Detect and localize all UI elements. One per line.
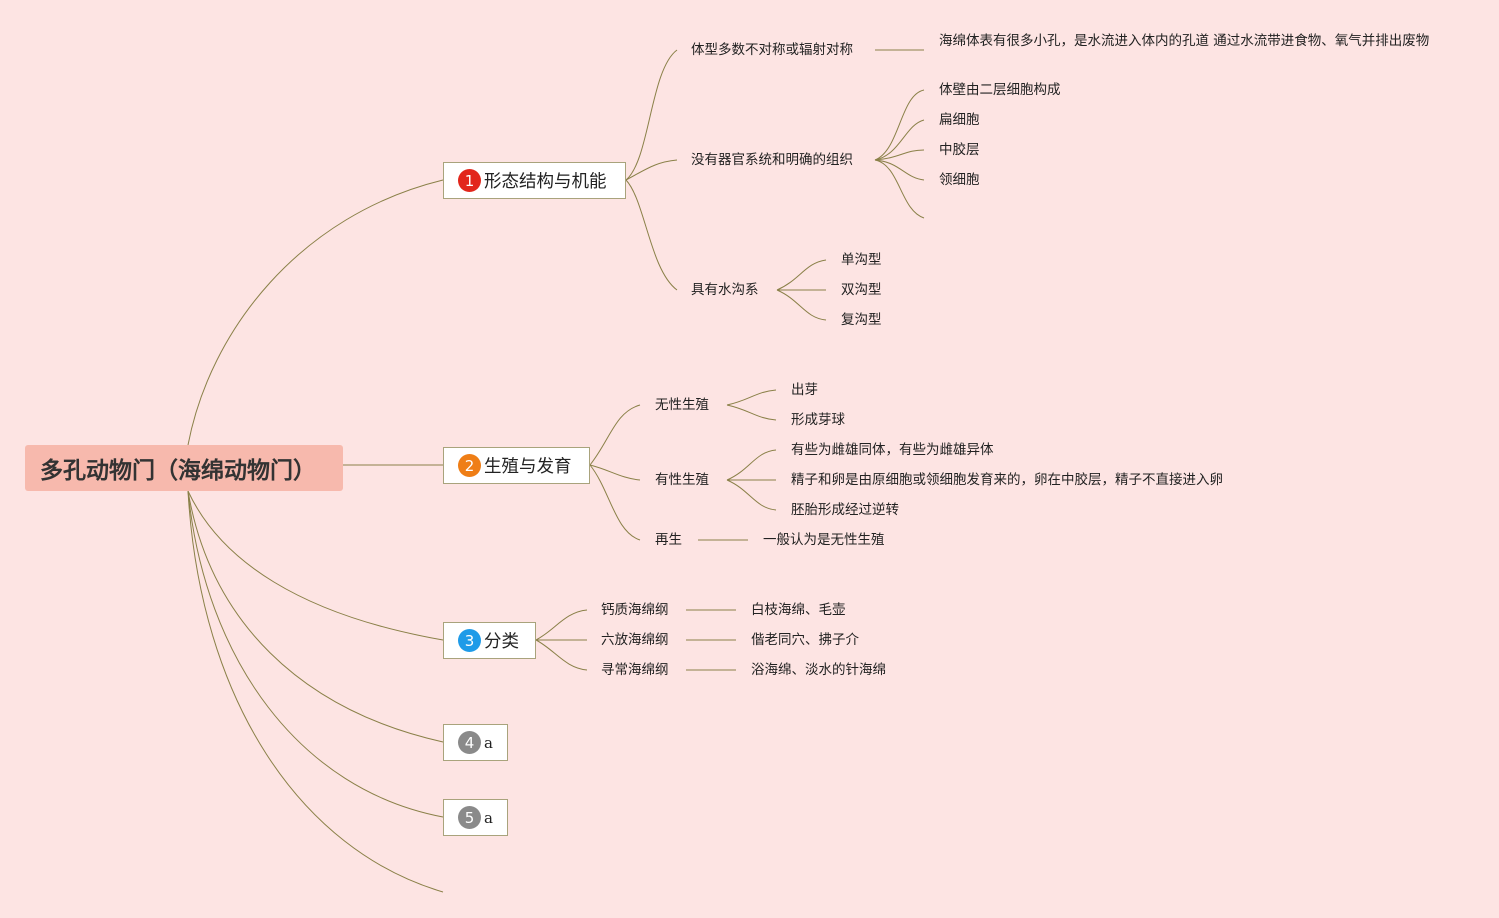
topic-classification[interactable]: 3 分类: [443, 622, 536, 659]
topic-morphology[interactable]: 1 形态结构与机能: [443, 162, 626, 199]
topic-reproduction[interactable]: 2 生殖与发育: [443, 447, 590, 484]
root-link-3: [187, 490, 444, 641]
tissue-item[interactable]: 中胶层: [939, 142, 980, 158]
number-badge-icon: 2: [458, 454, 481, 477]
class-examples[interactable]: 浴海绵、淡水的针海绵: [751, 662, 886, 678]
subtopic-symmetry-detail[interactable]: 海绵体表有很多小孔，是水流进入体内的孔道 通过水流带进食物、氧气并排出废物: [939, 33, 1430, 49]
topic-label: a: [484, 733, 493, 752]
class-name[interactable]: 寻常海绵纲: [601, 662, 669, 678]
root-label: 多孔动物门（海绵动物门）: [40, 458, 316, 484]
topic-label: 生殖与发育: [484, 457, 572, 477]
topic-label: 形态结构与机能: [484, 172, 607, 192]
root-topic[interactable]: 多孔动物门（海绵动物门）: [25, 445, 343, 491]
regen-detail[interactable]: 一般认为是无性生殖: [763, 532, 885, 548]
class-name[interactable]: 六放海绵纲: [601, 632, 669, 648]
subtopic-asexual[interactable]: 无性生殖: [655, 397, 709, 413]
root-link-5: [187, 490, 444, 818]
topic-label: 分类: [484, 632, 519, 652]
sexual-item[interactable]: 精子和卵是由原细胞或领细胞发育来的，卵在中胶层，精子不直接进入卵: [791, 472, 1223, 488]
subtopic-canal[interactable]: 具有水沟系: [691, 282, 759, 298]
number-badge-icon: 4: [458, 731, 481, 754]
asexual-item[interactable]: 形成芽球: [791, 412, 845, 428]
tissue-item[interactable]: 领细胞: [939, 172, 980, 188]
subtopic-tissue[interactable]: 没有器官系统和明确的组织: [691, 152, 853, 168]
number-badge-icon: 1: [458, 169, 481, 192]
root-link-extra: [187, 490, 444, 893]
sexual-item[interactable]: 胚胎形成经过逆转: [791, 502, 899, 518]
root-link-1: [187, 179, 444, 446]
class-examples[interactable]: 白枝海绵、毛壶: [751, 602, 846, 618]
class-examples[interactable]: 偕老同穴、拂子介: [751, 632, 859, 648]
number-badge-icon: 3: [458, 629, 481, 652]
topic-label: a: [484, 808, 493, 827]
subtopic-regen[interactable]: 再生: [655, 532, 682, 548]
tissue-item[interactable]: 体壁由二层细胞构成: [939, 82, 1061, 98]
subtopic-symmetry[interactable]: 体型多数不对称或辐射对称: [691, 42, 853, 58]
canal-item[interactable]: 双沟型: [841, 282, 882, 298]
class-name[interactable]: 钙质海绵纲: [601, 602, 669, 618]
canal-item[interactable]: 复沟型: [841, 312, 882, 328]
canal-item[interactable]: 单沟型: [841, 252, 882, 268]
sexual-item[interactable]: 有些为雌雄同体，有些为雌雄异体: [791, 442, 994, 458]
root-link-4: [187, 490, 444, 743]
number-badge-icon: 5: [458, 806, 481, 829]
asexual-item[interactable]: 出芽: [791, 382, 818, 398]
tissue-item[interactable]: 扁细胞: [939, 112, 980, 128]
topic-4[interactable]: 4 a: [443, 724, 508, 761]
subtopic-sexual[interactable]: 有性生殖: [655, 472, 709, 488]
topic-5[interactable]: 5 a: [443, 799, 508, 836]
